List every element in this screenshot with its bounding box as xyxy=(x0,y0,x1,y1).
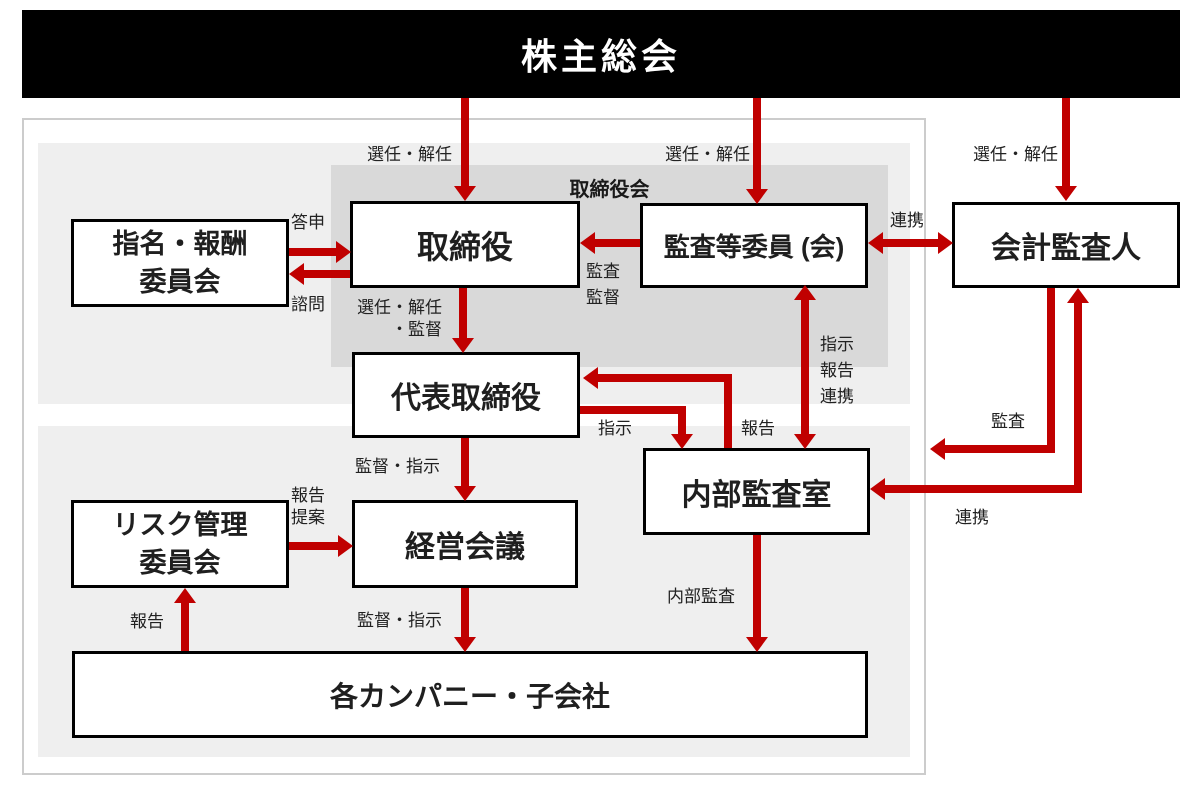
label-instruct-report-cooperate: 指示 報告 連携 xyxy=(820,335,854,406)
arrow-instruct-report-head-up xyxy=(794,285,816,300)
arrow-audit-supervise-head xyxy=(580,232,595,254)
arrow-appoint-auditor-line xyxy=(1062,98,1070,186)
node-representative-director: 代表取締役 xyxy=(352,352,580,438)
arrow-appoint-directors-line xyxy=(461,98,469,186)
arrow-instruction-head xyxy=(671,434,693,449)
label-report-representative: 報告 xyxy=(741,419,775,438)
label-cooperation-top: 連携 xyxy=(890,211,924,230)
label-report-propose: 報告 提案 xyxy=(291,486,325,527)
arrow-audit-head xyxy=(930,438,945,460)
arrow-cooperation-top-line xyxy=(882,239,938,247)
arrow-cooperation-top-head-right xyxy=(938,232,953,254)
label-internal-audit: 内部監査 xyxy=(667,587,735,606)
label-audit-supervise: 監査 監督 xyxy=(586,262,620,307)
shareholders-meeting-banner: 株主総会 xyxy=(22,10,1180,98)
arrow-supervise-companies-head xyxy=(454,637,476,652)
label-appoint-dismiss-2: 選任・解任 xyxy=(665,145,750,164)
node-risk-management-committee: リスク管理 委員会 xyxy=(71,500,289,588)
label-audit: 監査 xyxy=(991,412,1025,431)
arrow-audit-hline xyxy=(944,445,1055,453)
arrow-cooperation-top-head-left xyxy=(868,232,883,254)
arrow-answer-line xyxy=(289,248,336,256)
arrow-cooperation-bottom-vline xyxy=(1074,302,1082,493)
arrow-internal-audit-line xyxy=(753,535,761,637)
label-instruction: 指示 xyxy=(598,419,632,438)
arrow-internal-audit-head xyxy=(746,637,768,652)
label-supervise-instruct-2: 監督・指示 xyxy=(357,611,442,630)
label-appoint-dismiss-1: 選任・解任 xyxy=(367,145,452,164)
arrow-report-representative-head xyxy=(583,367,598,389)
arrow-report-propose-head xyxy=(338,535,353,557)
arrow-answer-head xyxy=(336,241,351,263)
arrow-audit-supervise-line xyxy=(594,239,640,247)
node-group-companies: 各カンパニー・子会社 xyxy=(72,651,868,738)
label-cooperation-bottom: 連携 xyxy=(955,508,989,527)
node-internal-audit-office: 内部監査室 xyxy=(643,448,870,535)
label-answer: 答申 xyxy=(291,213,325,232)
label-appoint-dismiss-3: 選任・解任 xyxy=(973,145,1058,164)
arrow-instruction-vline xyxy=(678,406,686,434)
arrow-report-representative-vline xyxy=(724,374,732,448)
label-consultation: 諮問 xyxy=(291,295,325,314)
arrow-consultation-head xyxy=(289,263,304,285)
node-nomination-compensation-committee: 指名・報酬 委員会 xyxy=(71,219,289,307)
arrow-appoint-representative-head xyxy=(452,338,474,353)
arrow-appoint-auditor-head xyxy=(1055,186,1077,201)
label-appoint-dismiss-supervise: 選任・解任 ・監督 xyxy=(357,298,442,339)
arrow-appoint-representative-line xyxy=(459,288,467,338)
arrow-appoint-audit-committee-line xyxy=(753,98,761,189)
shareholders-meeting-title: 株主総会 xyxy=(520,36,681,77)
arrow-report-risk-line xyxy=(181,602,189,651)
node-directors: 取締役 xyxy=(350,201,580,288)
arrow-appoint-directors-head xyxy=(454,186,476,201)
arrow-instruct-report-head-down xyxy=(794,434,816,449)
node-audit-committee: 監査等委員 (会) xyxy=(640,203,868,288)
arrow-audit-vline xyxy=(1047,288,1055,453)
arrow-report-propose-line xyxy=(289,542,338,550)
node-accounting-auditor: 会計監査人 xyxy=(952,202,1180,288)
arrow-cooperation-bottom-head-up xyxy=(1067,288,1089,303)
arrow-consultation-line xyxy=(303,270,350,278)
arrow-supervise-management-head xyxy=(454,486,476,501)
label-supervise-instruct-1: 監督・指示 xyxy=(355,457,440,476)
arrow-cooperation-bottom-head-left xyxy=(870,478,885,500)
arrow-report-representative-hline xyxy=(597,374,732,382)
arrow-appoint-audit-committee-head xyxy=(746,189,768,204)
label-report-risk: 報告 xyxy=(130,612,164,631)
arrow-supervise-companies-line xyxy=(461,588,469,637)
arrow-cooperation-bottom-hline xyxy=(884,485,1082,493)
arrow-instruct-report-line xyxy=(801,299,809,434)
arrow-supervise-management-line xyxy=(461,438,469,486)
board-of-directors-label: 取締役会 xyxy=(569,179,650,201)
arrow-report-risk-head xyxy=(174,588,196,603)
node-management-meeting: 経営会議 xyxy=(352,500,578,588)
arrow-instruction-hline xyxy=(580,406,686,414)
